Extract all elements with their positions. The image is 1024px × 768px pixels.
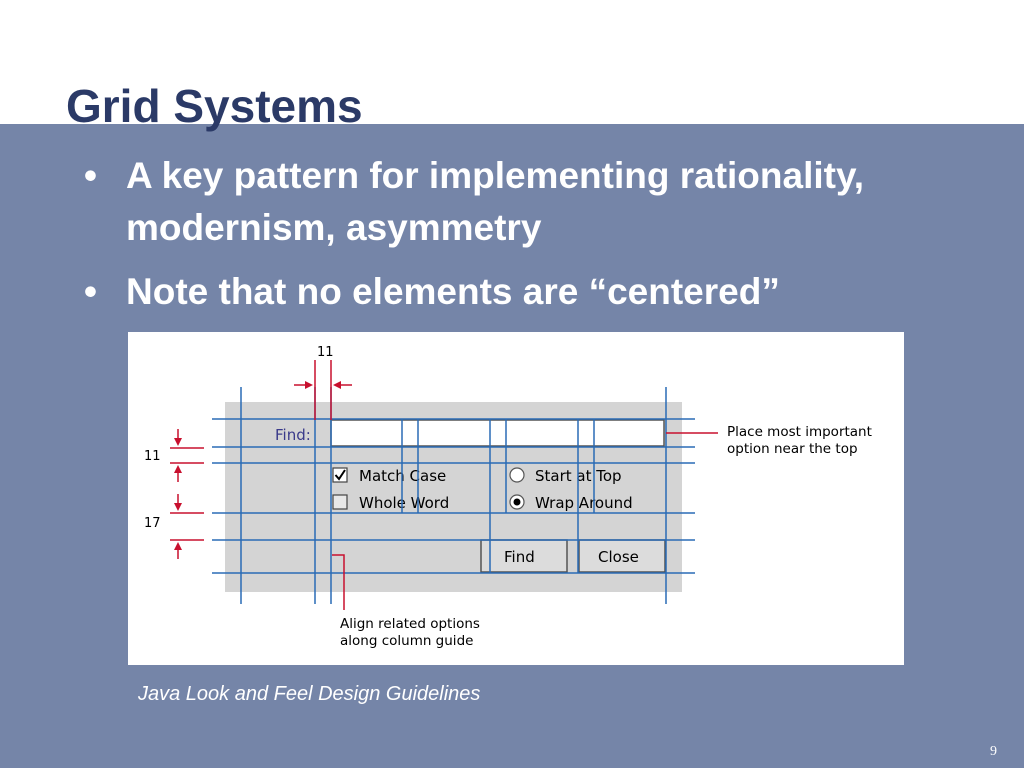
bullet-text: A key pattern for implementing rationali… bbox=[126, 155, 865, 248]
bullet-item: • A key pattern for implementing rationa… bbox=[84, 150, 984, 254]
arrowhead-down-icon bbox=[174, 503, 182, 511]
close-button[interactable]: Close bbox=[578, 539, 666, 573]
bullet-marker: • bbox=[84, 155, 97, 196]
red-annotations bbox=[170, 360, 718, 610]
left-spacing-value: 11 bbox=[144, 449, 161, 464]
top-spacing-value: 11 bbox=[317, 345, 334, 360]
find-button-label: Find bbox=[504, 548, 535, 566]
wrap-around-label: Wrap Around bbox=[535, 494, 633, 512]
button-frame[interactable] bbox=[480, 539, 568, 573]
close-button-label: Close bbox=[598, 548, 639, 566]
left-spacing-value: 17 bbox=[144, 516, 161, 531]
bullet-text: Note that no elements are “centered” bbox=[126, 271, 780, 312]
bullet-item: • Note that no elements are “centered” bbox=[84, 266, 984, 318]
find-button[interactable]: Find bbox=[480, 539, 568, 573]
header-band bbox=[0, 0, 1024, 124]
radio-selected-dot bbox=[513, 498, 521, 506]
button-frame[interactable] bbox=[578, 539, 666, 573]
callout-bottom-line2: along column guide bbox=[340, 633, 473, 649]
whole-word-label: Whole Word bbox=[359, 494, 449, 512]
arrowhead-left-icon bbox=[333, 381, 341, 389]
wrap-around-radio[interactable]: Wrap Around bbox=[509, 494, 633, 512]
callout-leader-line bbox=[332, 554, 345, 610]
callout-bottom-line1: Align related options bbox=[340, 616, 480, 632]
arrowhead-up-icon bbox=[174, 465, 182, 473]
callout-right-line1: Place most important bbox=[727, 424, 872, 440]
arrowheads bbox=[174, 381, 341, 550]
bullet-marker: • bbox=[84, 271, 97, 312]
bullet-list: • A key pattern for implementing rationa… bbox=[84, 150, 984, 330]
grid-diagram-figure: Find: Match Case Whole Word Start at Top… bbox=[128, 332, 904, 665]
slide-title: Grid Systems bbox=[66, 80, 363, 132]
grid-guides bbox=[212, 387, 695, 604]
callout-right-line2: option near the top bbox=[727, 441, 858, 457]
arrowhead-down-icon bbox=[174, 438, 182, 446]
figure-caption: Java Look and Feel Design Guidelines bbox=[138, 683, 481, 705]
whole-word-checkbox[interactable]: Whole Word bbox=[332, 494, 449, 512]
find-text-field[interactable] bbox=[330, 419, 665, 447]
checkmark-icon bbox=[334, 469, 346, 481]
checkbox-box[interactable] bbox=[332, 494, 348, 510]
find-label: Find: bbox=[275, 426, 311, 444]
arrowhead-up-icon bbox=[174, 542, 182, 550]
arrowhead-right-icon bbox=[305, 381, 313, 389]
slide-number: 9 bbox=[990, 744, 997, 759]
radio-circle[interactable] bbox=[509, 467, 525, 483]
grid-diagram: Find: Match Case Whole Word Start at Top… bbox=[144, 345, 872, 649]
